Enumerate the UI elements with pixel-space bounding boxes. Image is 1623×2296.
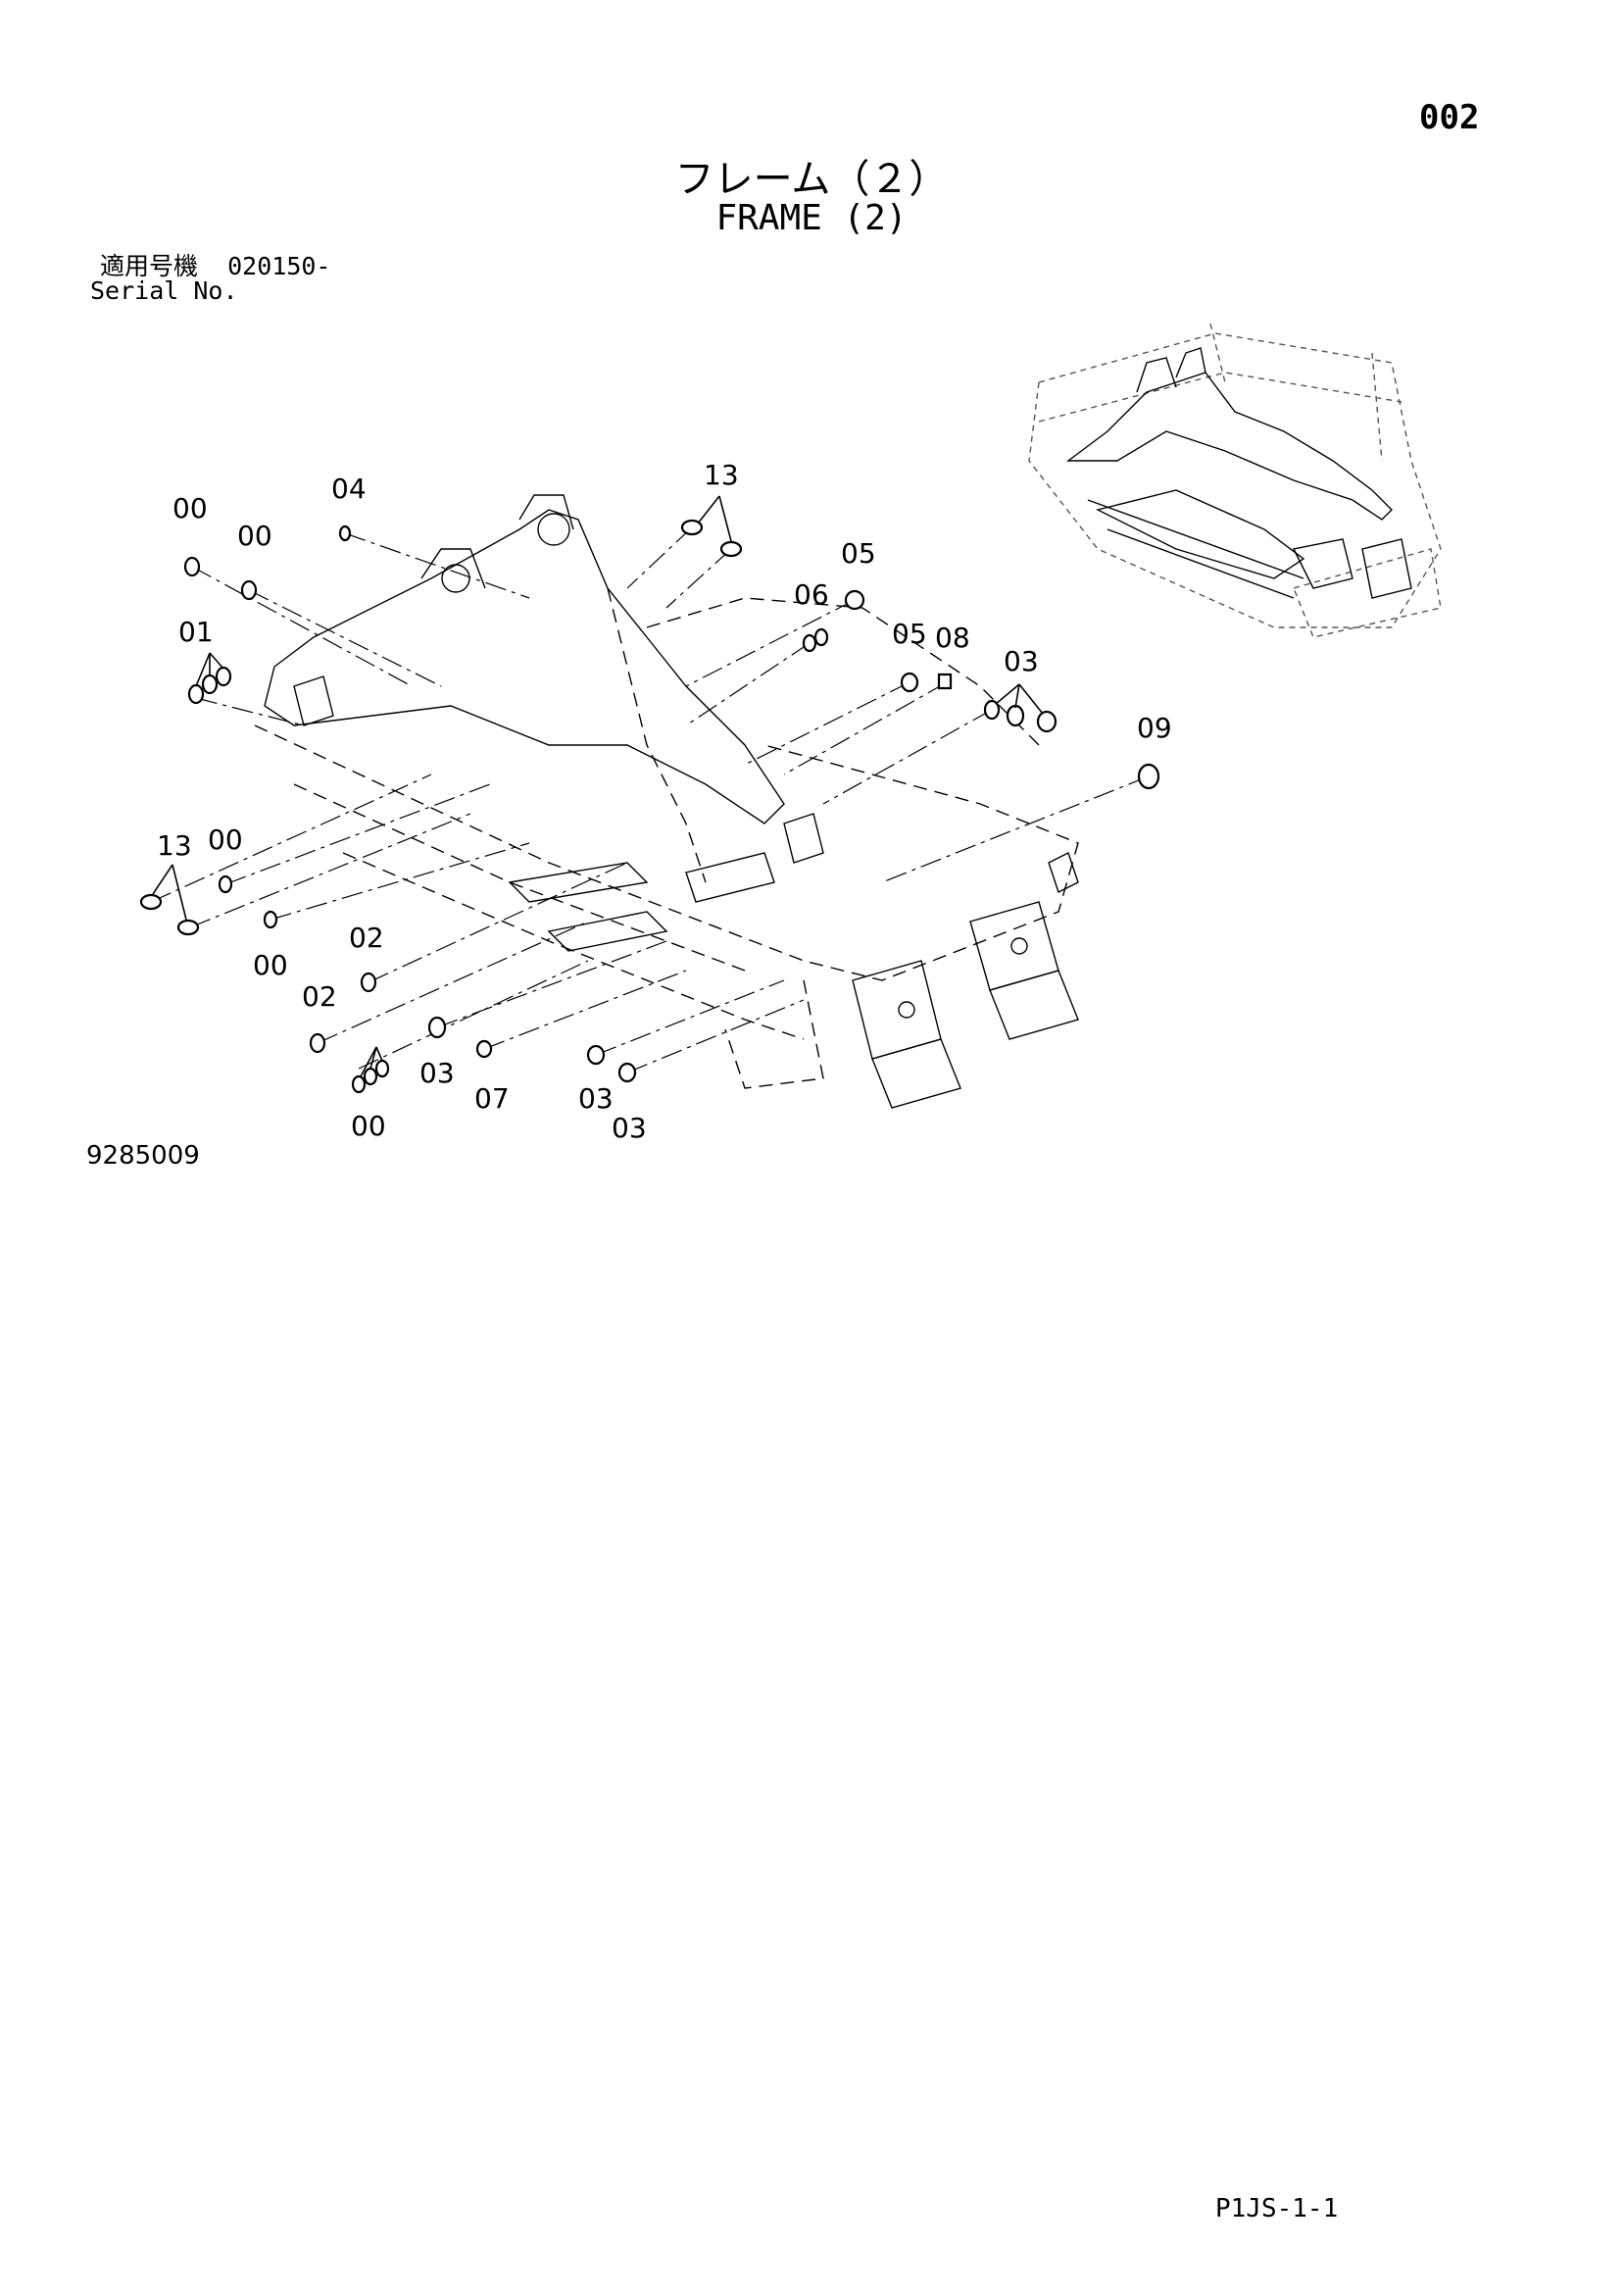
page-code: P1JS-1-1 <box>1215 2194 1339 2223</box>
callout-labels: 00 00 04 13 05 06 01 05 08 03 09 13 00 0… <box>157 459 1172 1144</box>
callout-label: 03 <box>419 1057 455 1089</box>
callout-label: 00 <box>172 492 208 524</box>
callout-label: 03 <box>612 1112 647 1144</box>
callout-label: 00 <box>351 1110 386 1142</box>
drawing-number: 9285009 <box>86 1141 200 1171</box>
small-parts <box>139 519 1160 1094</box>
callout-label: 09 <box>1137 712 1172 744</box>
serial-label-japanese: 適用号機 <box>100 252 199 280</box>
callout-label: 00 <box>237 520 272 552</box>
callout-label: 05 <box>892 618 927 650</box>
callout-label: 00 <box>253 949 288 981</box>
callout-label: 06 <box>794 578 829 611</box>
page-number: 002 <box>1419 98 1480 137</box>
callout-arrows <box>152 495 1044 1077</box>
callout-label: 03 <box>1004 645 1039 677</box>
callout-label: 01 <box>178 616 214 648</box>
callout-label: 02 <box>302 980 337 1013</box>
callout-label: 13 <box>157 829 192 862</box>
serial-value: 020150- <box>227 252 331 280</box>
page-title-english: FRAME (2) <box>715 198 908 238</box>
callout-label: 00 <box>208 824 243 856</box>
leader-lines <box>150 526 1150 1073</box>
callout-label: 13 <box>704 459 739 491</box>
callout-label: 07 <box>474 1082 510 1115</box>
main-frame-drawing <box>254 494 1079 1109</box>
callout-label: 02 <box>349 922 384 954</box>
serial-number-row: 適用号機 020150- <box>100 247 330 282</box>
callout-label: 05 <box>841 537 876 570</box>
serial-label-english: Serial No. <box>90 276 238 305</box>
callout-label: 04 <box>331 473 367 505</box>
page-title-japanese: フレーム（２） <box>674 157 949 202</box>
callout-label: 03 <box>578 1082 614 1115</box>
inset-overview-drawing <box>1028 323 1442 638</box>
callout-label: 08 <box>935 622 970 654</box>
